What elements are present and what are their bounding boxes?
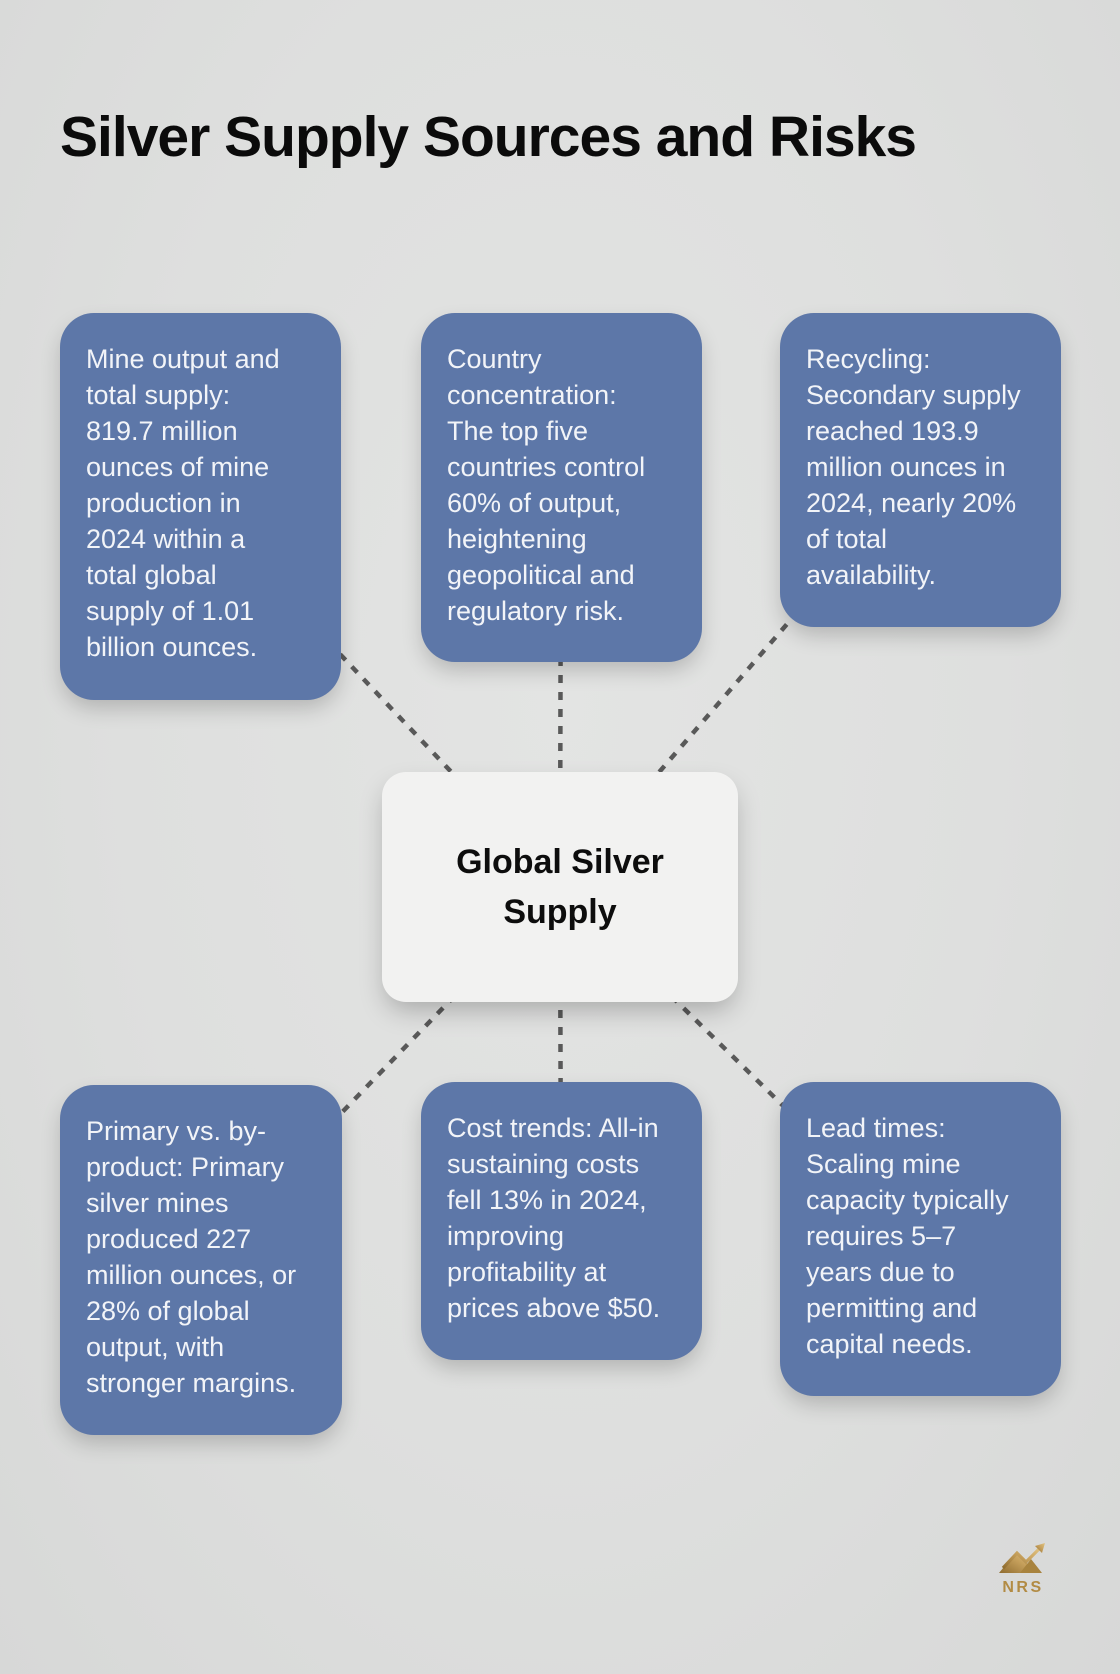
card-recycling: Recycling: Secondary supply reached 193.… [780,313,1061,627]
card-mine-output: Mine output and total supply: 819.7 mill… [60,313,341,700]
mountain-arrow-icon [999,1543,1045,1573]
nrs-logo: NRS [993,1540,1053,1597]
card-country-concentration: Country concentration: The top five coun… [421,313,702,662]
page-title: Silver Supply Sources and Risks [60,105,917,169]
nrs-logo-text: NRS [1002,1579,1044,1596]
center-node-global-silver-supply: Global Silver Supply [382,772,738,1002]
card-lead-times: Lead times: Scaling mine capacity typica… [780,1082,1061,1396]
card-cost-trends: Cost trends: All-in sustaining costs fel… [421,1082,702,1360]
card-primary-vs-byproduct: Primary vs. by- product: Primary silver … [60,1085,342,1435]
